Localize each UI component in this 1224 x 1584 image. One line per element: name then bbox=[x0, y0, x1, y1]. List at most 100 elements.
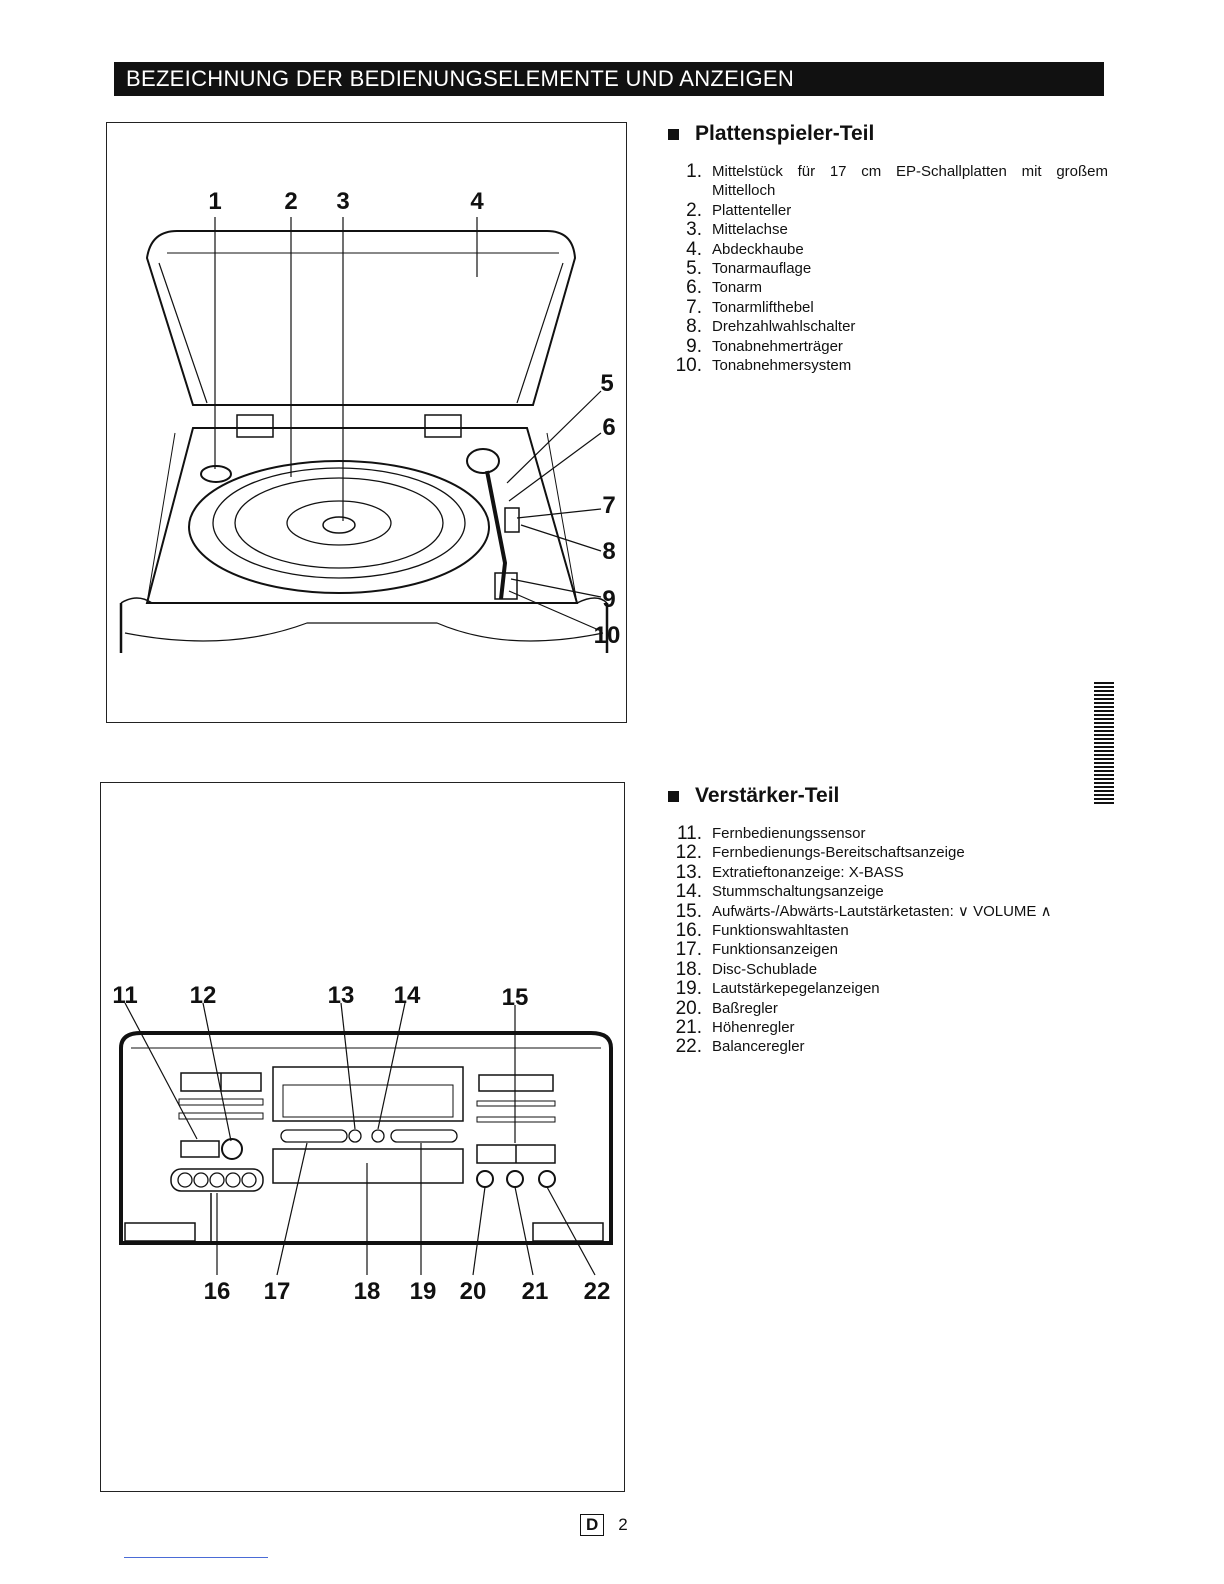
amplifier-illustration: 11 12 13 14 15 16 17 18 19 20 21 22 bbox=[112, 982, 613, 1305]
callout-14: 14 bbox=[394, 982, 421, 1009]
list-item: 4. Abdeckhaube bbox=[668, 238, 1108, 260]
item-label: Tonabnehmerträger bbox=[712, 337, 843, 355]
callout-17: 17 bbox=[264, 1278, 291, 1305]
section-heading: Verstärker-Teil bbox=[668, 784, 1108, 808]
item-number: 17. bbox=[675, 939, 702, 961]
item-number: 8. bbox=[686, 316, 702, 338]
list-item: 7. Tonarmlifthebel bbox=[668, 296, 1108, 318]
callout-16: 16 bbox=[204, 1278, 231, 1305]
list-item: 6. Tonarm bbox=[668, 277, 1108, 299]
callout-2: 2 bbox=[284, 188, 297, 215]
item-label: Plattenteller bbox=[712, 201, 792, 219]
item-number: 20. bbox=[675, 997, 702, 1019]
callout-5: 5 bbox=[600, 370, 613, 397]
callout-20: 20 bbox=[460, 1278, 487, 1305]
item-label: Fernbedienungs-Bereitschaftsanzeige bbox=[712, 844, 965, 862]
item-label: Tonarmauflage bbox=[712, 260, 812, 278]
amplifier-figure: 11 12 13 14 15 16 17 18 19 20 21 22 bbox=[100, 782, 625, 1492]
item-label: Balanceregler bbox=[712, 1038, 805, 1056]
callout-10: 10 bbox=[594, 622, 621, 649]
item-label: Höhenregler bbox=[712, 1019, 795, 1037]
item-number: 4. bbox=[686, 238, 702, 260]
callout-13: 13 bbox=[328, 982, 355, 1009]
callout-19: 19 bbox=[410, 1278, 437, 1305]
item-label: Baßregler bbox=[712, 999, 778, 1017]
item-number: 14. bbox=[675, 881, 702, 903]
page-title: BEZEICHNUNG DER BEDIENUNGSELEMENTE UND A… bbox=[114, 62, 1104, 96]
item-number: 9. bbox=[686, 335, 702, 357]
list-item: 21.Höhenregler bbox=[668, 1018, 1108, 1038]
item-label: Abdeckhaube bbox=[712, 240, 804, 258]
callout-9: 9 bbox=[602, 586, 615, 613]
item-number: 7. bbox=[686, 296, 702, 318]
item-number: 11. bbox=[676, 823, 702, 844]
item-label: Tonarmlifthebel bbox=[712, 298, 814, 316]
bullet-square-icon bbox=[668, 128, 679, 140]
list-item: 8. Drehzahlwahlschalter bbox=[668, 316, 1108, 338]
callout-6: 6 bbox=[602, 414, 615, 441]
divider bbox=[124, 1557, 268, 1558]
callout-21: 21 bbox=[522, 1278, 549, 1305]
callout-1: 1 bbox=[208, 188, 221, 215]
item-label: Mittelstück für 17 cm EP-Schallplatten m… bbox=[712, 163, 1108, 200]
turntable-section: Plattenspieler-Teil 1. Mittelstück für 17… bbox=[668, 122, 1108, 375]
turntable-figure: 1 2 3 4 5 6 7 8 9 10 bbox=[106, 122, 627, 723]
item-label: Mittelachse bbox=[712, 221, 788, 239]
item-number: 15. bbox=[675, 900, 702, 922]
turntable-parts-list: 1. Mittelstück für 17 cm EP-Schallplatten… bbox=[668, 161, 1108, 376]
list-item: 14. Stummschaltungsanzeige bbox=[668, 881, 1108, 903]
item-label: Extratieftonanzeige: X-BASS bbox=[712, 863, 904, 881]
item-label: Fernbedienungssensor bbox=[712, 825, 866, 842]
item-label: Disc-Schublade bbox=[712, 960, 818, 978]
item-number: 12. bbox=[675, 842, 702, 864]
item-number: 19. bbox=[675, 978, 702, 1000]
list-item: 22.Balanceregler bbox=[668, 1037, 1108, 1057]
callout-11: 11 bbox=[112, 982, 137, 1009]
callout-7: 7 bbox=[602, 492, 615, 519]
item-number: 5. bbox=[686, 258, 702, 280]
item-label: Tonabnehmersystem bbox=[712, 357, 852, 375]
bullet-square-icon bbox=[668, 790, 679, 802]
list-item: 11. Fernbedienungssensor bbox=[668, 823, 1108, 844]
item-label: Stummschaltungsanzeige bbox=[712, 883, 884, 901]
amplifier-parts-list: 11. Fernbedienungssensor 12. Fernbedienungs… bbox=[668, 824, 1108, 1057]
page-edge-tab-marks bbox=[1094, 682, 1114, 804]
item-number: 6. bbox=[686, 277, 702, 299]
callout-4: 4 bbox=[470, 188, 484, 215]
list-item: 15. Aufwärts-/Abwärts-Lautstärketasten: ∨… bbox=[668, 900, 1108, 922]
callout-8: 8 bbox=[602, 538, 615, 565]
turntable-illustration: 1 2 3 4 5 6 7 8 9 10 bbox=[119, 188, 621, 653]
callout-12: 12 bbox=[190, 982, 217, 1009]
item-number: 16. bbox=[675, 920, 702, 942]
list-item: 19.Lautstärkepegelanzeigen bbox=[668, 978, 1108, 1000]
item-number: 18. bbox=[675, 958, 702, 980]
item-label: Drehzahlwahlschalter bbox=[712, 318, 856, 336]
list-item: 17. Funktionsanzeigen bbox=[668, 939, 1108, 961]
list-item: 2. Plattenteller bbox=[668, 199, 1108, 221]
list-item: 13. Extratieftonanzeige: X-BASS bbox=[668, 861, 1108, 883]
item-number: 13. bbox=[675, 861, 702, 883]
page-footer: D 2 bbox=[580, 1514, 628, 1536]
list-item: 12. Fernbedienungs-Bereitschaftsanzeige bbox=[668, 842, 1108, 864]
item-label: Tonarm bbox=[712, 279, 763, 297]
page-number: 2 bbox=[618, 1515, 628, 1534]
language-box: D bbox=[580, 1514, 605, 1536]
item-label: Funktionsanzeigen bbox=[712, 941, 838, 959]
list-item: 10.Tonabnehmersystem bbox=[668, 356, 1108, 376]
list-item: 5. Tonarmauflage bbox=[668, 258, 1108, 280]
list-item: 20. Baßregler bbox=[668, 997, 1108, 1019]
callout-18: 18 bbox=[354, 1278, 381, 1305]
turntable-heading: Plattenspieler-Teil bbox=[695, 122, 875, 145]
callout-22: 22 bbox=[584, 1278, 611, 1305]
callout-15: 15 bbox=[502, 984, 529, 1011]
section-heading: Plattenspieler-Teil bbox=[668, 122, 1108, 146]
amplifier-heading: Verstärker-Teil bbox=[695, 784, 840, 807]
list-item: 18. Disc-Schublade bbox=[668, 958, 1108, 980]
item-number: 1. bbox=[686, 161, 702, 182]
item-label: Funktionswahltasten bbox=[712, 922, 849, 940]
list-item: 16. Funktionswahltasten bbox=[668, 920, 1108, 942]
list-item: 9. Tonabnehmerträger bbox=[668, 335, 1108, 357]
item-number: 2. bbox=[686, 199, 702, 221]
item-label: Aufwärts-/Abwärts-Lautstärketasten: ∨ VO… bbox=[712, 902, 1052, 920]
